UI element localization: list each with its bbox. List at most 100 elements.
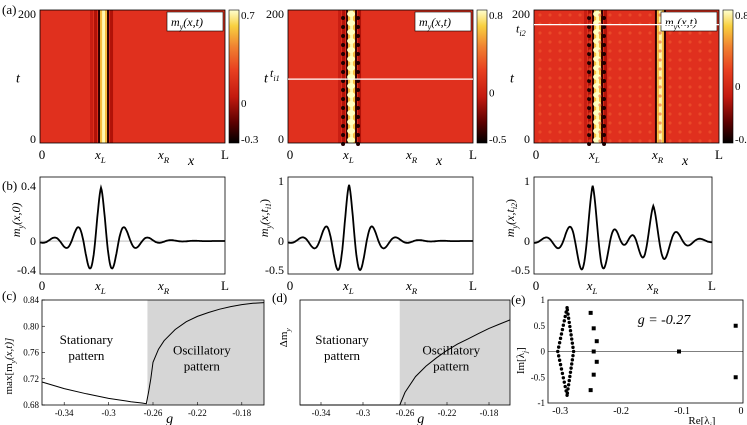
y-tick-label: 1 (541, 295, 546, 305)
heatmap-texture (568, 31, 572, 35)
y-tick-label: 0.72 (23, 374, 39, 384)
eigenvalue-point (733, 323, 738, 328)
x-tick-label: -0.3 (101, 408, 116, 418)
heatmap-texture (628, 67, 632, 71)
heatmap-texture (648, 67, 652, 71)
heatmap-blob (356, 25, 361, 29)
heatmap-texture (678, 76, 682, 80)
heatmap-texture (668, 76, 672, 80)
heatmap-texture (548, 94, 552, 98)
heatmap-blob (356, 88, 361, 92)
heatmap-texture (568, 58, 572, 62)
heatmap-texture (608, 31, 612, 35)
heatmap-texture (698, 31, 702, 35)
heatmap-texture (548, 13, 552, 17)
heatmap-texture (618, 40, 622, 44)
eigenvalue-point (677, 349, 682, 354)
heatmap-texture (548, 76, 552, 80)
heatmap-stripe (107, 10, 110, 143)
heatmap-texture (698, 139, 702, 143)
x-tick-label: 0 (287, 147, 294, 162)
heatmap-texture (698, 121, 702, 125)
profile-frame (287, 176, 474, 275)
heatmap-texture (668, 85, 672, 89)
heatmap-legend-label: my(x,t) (665, 15, 697, 32)
eigenvalue-point (562, 319, 566, 323)
heatmap-texture (648, 49, 652, 53)
eigenvalue-point (568, 324, 572, 329)
heatmap-stripe (338, 10, 342, 143)
heatmap-blob (347, 74, 356, 80)
y-tick-label: -1 (538, 398, 546, 408)
heatmap-blob (356, 124, 361, 128)
heatmap-texture (648, 13, 652, 17)
heatmap-texture (598, 103, 602, 107)
heatmap-texture (588, 139, 592, 143)
heatmap-blob (587, 25, 592, 29)
heatmap-texture (568, 49, 572, 53)
eigenvalue-point (569, 333, 573, 337)
eigenvalue-point (594, 359, 599, 364)
heatmap-blob (587, 124, 592, 128)
profile-curve (534, 185, 712, 271)
heatmap-texture (568, 67, 572, 71)
heatmap-blob (587, 34, 592, 38)
heatmap-texture (628, 94, 632, 98)
heatmap-texture (568, 121, 572, 125)
heatmap-texture (668, 130, 672, 134)
heatmap-blob (587, 115, 592, 119)
y-tick-label: 0 (30, 234, 36, 248)
eigenvalue-point (560, 371, 565, 376)
x-tick-label: -0.1 (674, 406, 690, 417)
heatmap-texture (658, 49, 662, 53)
heatmap-texture (638, 85, 642, 89)
heatmap-texture (618, 67, 622, 71)
profile-curve (39, 184, 225, 270)
heatmap-texture (688, 139, 692, 143)
heatmap-texture (668, 121, 672, 125)
heatmap-texture (628, 31, 632, 35)
heatmap-texture (648, 94, 652, 98)
heatmap-texture (608, 76, 612, 80)
heatmap-texture (638, 94, 642, 98)
heatmap-texture (698, 130, 702, 134)
y-tick-label: 1 (278, 174, 284, 188)
heatmap-stripe (105, 10, 108, 143)
heatmap-texture (698, 85, 702, 89)
heatmap-texture (598, 58, 602, 62)
eigenvalue-point (571, 353, 575, 358)
heatmap-texture (688, 49, 692, 53)
heatmap-blob (602, 16, 607, 20)
heatmap-texture (608, 67, 612, 71)
heatmap-blob (356, 97, 361, 101)
x-axis-label: x (681, 154, 689, 169)
heatmap-texture (668, 49, 672, 53)
heatmap-texture (648, 40, 652, 44)
heatmap-blob (341, 106, 346, 110)
eigenvalue-point (558, 336, 563, 341)
heatmap-blob (347, 92, 356, 98)
heatmap-texture (708, 58, 712, 62)
heatmap-texture (638, 130, 642, 134)
heatmap-texture (668, 103, 672, 107)
heatmap-blob (347, 29, 356, 35)
x-tick-label: L (469, 147, 477, 162)
heatmap-texture (678, 31, 682, 35)
x-tick-label: L (708, 278, 716, 293)
heatmap-blob (587, 106, 592, 110)
heatmap-stripe (90, 10, 94, 143)
heatmap-blob (602, 79, 607, 83)
heatmap-legend-label: my(x,t) (171, 15, 203, 32)
eigenvalue-point (588, 310, 593, 315)
heatmap-texture (538, 58, 542, 62)
y-tick-label: 0.80 (23, 321, 39, 331)
heatmap-texture (698, 103, 702, 107)
heatmap-texture (588, 112, 592, 116)
heatmap-texture (688, 76, 692, 80)
y-tick-label: -0.5 (531, 372, 546, 382)
heatmap-texture (638, 121, 642, 125)
heatmap-texture (658, 121, 662, 125)
eigenvalue-point (563, 384, 567, 389)
heatmap-blob (602, 34, 607, 38)
eigenvalue-point (567, 320, 571, 325)
